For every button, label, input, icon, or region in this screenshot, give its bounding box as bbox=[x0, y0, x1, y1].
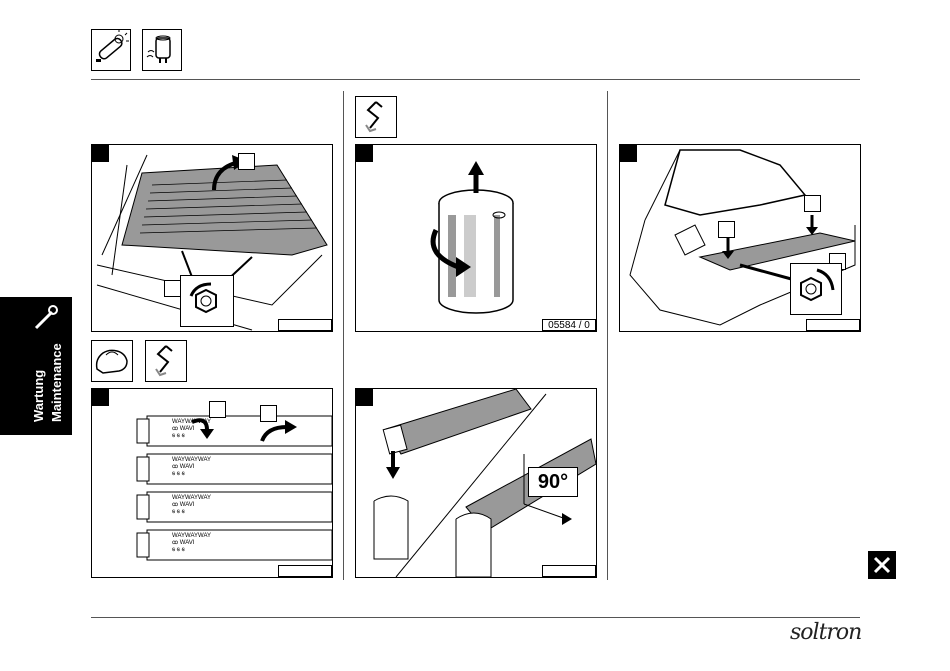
figure-marker bbox=[356, 389, 373, 406]
close-button[interactable] bbox=[868, 551, 896, 579]
footer-rule bbox=[91, 617, 860, 618]
figure-starter-removal: 05584 / 0 bbox=[355, 144, 597, 332]
close-icon bbox=[868, 551, 896, 579]
step-number-box bbox=[164, 280, 181, 297]
header-rule bbox=[91, 79, 860, 80]
column-divider-right bbox=[607, 91, 608, 580]
figure-marker bbox=[92, 145, 109, 162]
figure-label bbox=[806, 319, 860, 331]
step-number-box bbox=[804, 195, 821, 212]
starter-icon bbox=[142, 29, 182, 71]
brand-logo: soltron bbox=[790, 620, 860, 645]
step-number-box bbox=[718, 221, 735, 238]
figure-tube-insertion: 90° bbox=[355, 388, 597, 578]
column-divider-left bbox=[343, 91, 344, 580]
step-number-box bbox=[260, 405, 277, 422]
chapter-tab[interactable]: Wartung Maintenance bbox=[0, 297, 72, 435]
tab-title-de: Wartung bbox=[31, 370, 46, 422]
figure-marker bbox=[92, 389, 109, 406]
angle-label: 90° bbox=[528, 467, 578, 497]
figure-solarium-open bbox=[619, 144, 861, 332]
step-number-box bbox=[238, 153, 255, 170]
figure-label bbox=[278, 319, 332, 331]
figure-label bbox=[278, 565, 332, 577]
bolt-detail bbox=[790, 263, 842, 315]
tab-title-en: Maintenance bbox=[49, 343, 64, 422]
glove-hand-icon bbox=[91, 340, 133, 382]
tube-lamp-icon bbox=[91, 29, 131, 71]
figure-marker bbox=[356, 145, 373, 162]
figure-canopy-removal bbox=[91, 144, 333, 332]
bolt-detail bbox=[180, 275, 234, 327]
figure-label bbox=[542, 565, 596, 577]
replace-arrows-icon bbox=[355, 96, 397, 138]
step-number-box bbox=[209, 401, 226, 418]
replace-arrows-icon bbox=[145, 340, 187, 382]
figure-label: 05584 / 0 bbox=[542, 319, 596, 331]
figure-marker bbox=[620, 145, 637, 162]
